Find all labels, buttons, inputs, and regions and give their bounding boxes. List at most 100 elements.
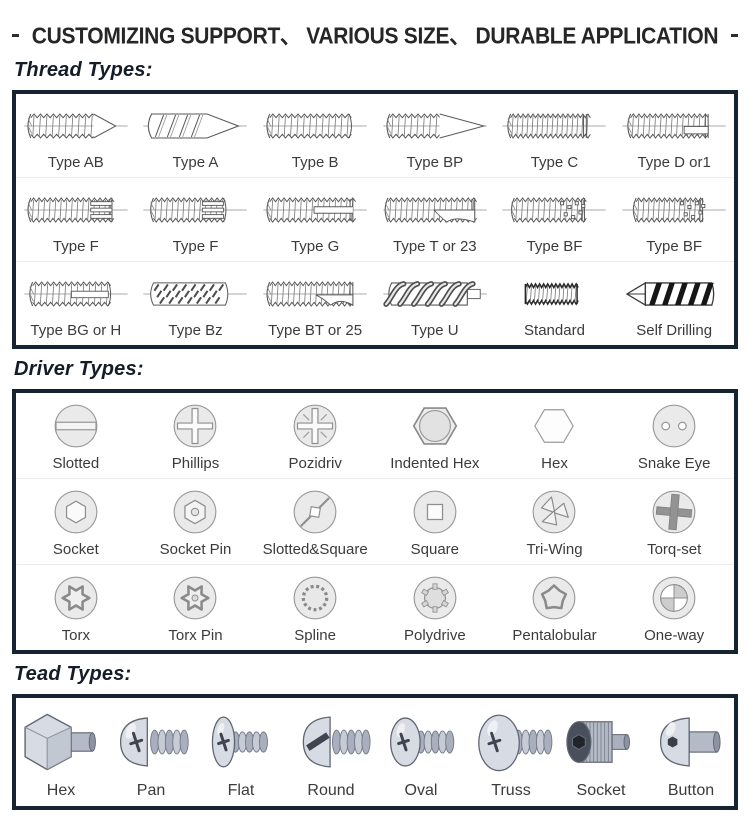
- driver-pozidriv-icon: [290, 401, 340, 451]
- thread-label: Type A: [172, 154, 219, 171]
- head-truss-icon: [467, 706, 555, 778]
- thread-label: Type G: [290, 238, 340, 255]
- thread-label: Type U: [411, 322, 459, 339]
- driver-slotted-icon: [51, 401, 101, 451]
- thread-label: Type BT or 25: [268, 322, 363, 339]
- thread-label: Type BP: [406, 154, 464, 171]
- thread-label: Type BF: [646, 238, 703, 255]
- head-label: Round: [307, 782, 355, 799]
- thread-bz-icon: [137, 270, 253, 318]
- head-label: Button: [667, 782, 715, 799]
- thread-label: Type D or1: [637, 154, 711, 171]
- thread-cell: Type BT or 25: [255, 262, 375, 345]
- head-types-heading: Tead Types:: [14, 663, 132, 685]
- head-cell: Oval: [376, 698, 466, 806]
- driver-square-icon: [410, 487, 460, 537]
- thread-bg-icon: [18, 270, 134, 318]
- thread-label: Type Bz: [168, 322, 223, 339]
- driver-label: Tri-Wing: [526, 541, 583, 558]
- driver-cell: Pozidriv: [255, 393, 375, 478]
- driver-label: Slotted: [52, 455, 100, 472]
- head-cell: Socket: [556, 698, 646, 806]
- banner-line-left: [12, 33, 19, 37]
- thread-cell: Self Drilling: [614, 262, 734, 345]
- driver-label: Indented Hex: [390, 455, 480, 472]
- banner-title: CUSTOMIZING SUPPORT、 VARIOUS SIZE、 DURAB…: [31, 24, 719, 50]
- driver-cell: Polydrive: [375, 565, 495, 650]
- thread-label: Type AB: [47, 154, 104, 171]
- head-cell: Pan: [106, 698, 196, 806]
- thread-cell: Type A: [136, 94, 256, 177]
- thread-selfdrill-icon: [616, 270, 732, 318]
- driver-cell: Tri-Wing: [495, 479, 615, 564]
- driver-torx-pin-icon: [170, 573, 220, 623]
- driver-torq-set-icon: [649, 487, 699, 537]
- driver-phillips-icon: [170, 401, 220, 451]
- thread-ab-icon: [18, 102, 134, 150]
- head-cell: Flat: [196, 698, 286, 806]
- thread-f2-icon: [137, 186, 253, 234]
- thread-cell: Type F: [136, 178, 256, 261]
- thread-label: Standard: [524, 322, 585, 339]
- driver-cell: Torx Pin: [136, 565, 256, 650]
- thread-d-icon: [616, 102, 732, 150]
- driver-label: Polydrive: [403, 627, 466, 644]
- thread-u-icon: [377, 270, 493, 318]
- driver-cell: Snake Eye: [614, 393, 734, 478]
- driver-label: Hex: [541, 455, 568, 472]
- driver-spline-icon: [290, 573, 340, 623]
- head-hex-icon: [17, 706, 105, 778]
- driver-label: Phillips: [171, 455, 220, 472]
- thread-bp-icon: [377, 102, 493, 150]
- thread-t23-icon: [377, 186, 493, 234]
- driver-label: Pozidriv: [288, 455, 342, 472]
- thread-f-icon: [18, 186, 134, 234]
- driver-label: Torq-set: [647, 541, 702, 558]
- thread-cell: Type U: [375, 262, 495, 345]
- driver-torx-icon: [51, 573, 101, 623]
- thread-label: Type T or 23: [392, 238, 477, 255]
- driver-socket-icon: [51, 487, 101, 537]
- head-cell: Truss: [466, 698, 556, 806]
- head-flat-icon: [197, 706, 285, 778]
- thread-cell: Standard: [495, 262, 615, 345]
- driver-label: Socket Pin: [159, 541, 232, 558]
- thread-cell: Type AB: [16, 94, 136, 177]
- driver-label: Square: [410, 541, 459, 558]
- driver-label: Spline: [294, 627, 336, 644]
- driver-one-way-icon: [649, 573, 699, 623]
- thread-cell: Type G: [255, 178, 375, 261]
- thread-a-icon: [137, 102, 253, 150]
- thread-cell: Type D or1: [614, 94, 734, 177]
- driver-cell: Socket: [16, 479, 136, 564]
- thread-cell: Type F: [16, 178, 136, 261]
- head-cell: Hex: [16, 698, 106, 806]
- head-label: Flat: [227, 782, 255, 799]
- driver-label: Socket: [52, 541, 99, 558]
- driver-cell: One-way: [614, 565, 734, 650]
- driver-cell: Hex: [495, 393, 615, 478]
- driver-row: Slotted Phillips Pozidriv Indented Hex Hex Sn…: [16, 393, 734, 479]
- driver-cell: Indented Hex: [375, 393, 495, 478]
- driver-hex-icon: [529, 401, 579, 451]
- banner-line-right: [731, 33, 738, 37]
- thread-cell: Type BG or H: [16, 262, 136, 345]
- thread-label: Self Drilling: [636, 322, 713, 339]
- head-socket-icon: [557, 706, 645, 778]
- thread-label: Type BG or H: [30, 322, 122, 339]
- driver-pentalobular-icon: [529, 573, 579, 623]
- thread-label: Type F: [172, 238, 219, 255]
- head-label: Socket: [576, 782, 626, 799]
- driver-cell: Socket Pin: [136, 479, 256, 564]
- thread-bt25-icon: [257, 270, 373, 318]
- thread-cell: Type BF: [495, 178, 615, 261]
- driver-cell: Spline: [255, 565, 375, 650]
- driver-label: Torx Pin: [168, 627, 223, 644]
- driver-label: Torx: [61, 627, 90, 644]
